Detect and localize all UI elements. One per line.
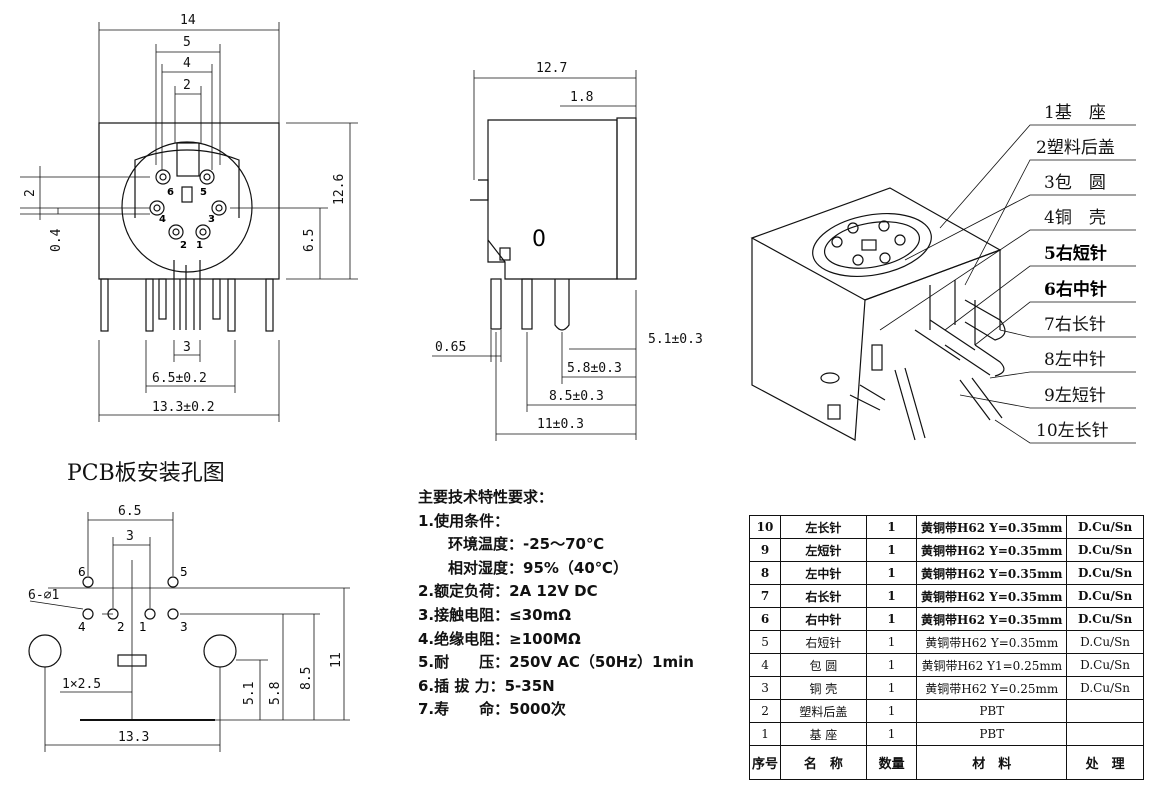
front-body-outline xyxy=(98,122,280,280)
pcb-dim-hole: 6-⌀1 xyxy=(28,588,59,603)
pin-label-2: 2 xyxy=(180,240,187,251)
pcb-hole-1 xyxy=(144,608,156,620)
front-dim-text: 14 5 4 2 12.6 6.5 2 0.4 3 6.5±0.2 13.3±0… xyxy=(23,13,347,415)
dim-5-1: 5.1±0.3 xyxy=(648,332,703,347)
dim-6-5: 6.5 xyxy=(302,229,317,252)
iso-label-1: 1基 座 xyxy=(1044,103,1106,123)
pcb-dim-5-8: 5.8 xyxy=(268,682,283,705)
iso-label-10: 10左长针 xyxy=(1036,421,1109,441)
iso-label-5: 5右短针 xyxy=(1044,243,1107,264)
dim-14: 14 xyxy=(180,13,196,28)
pcb-dim-11: 11 xyxy=(329,652,344,668)
side-dim-text: 12.7 1.8 0.65 5.1±0.3 5.8±0.3 8.5±0.3 11… xyxy=(435,61,703,432)
dim-bottom-13-3: 13.3±0.2 xyxy=(152,400,215,415)
dim-12-6: 12.6 xyxy=(332,174,347,205)
dim-bottom-6-5: 6.5±0.2 xyxy=(152,371,207,386)
front-pin-labels: 6 5 4 3 2 1 xyxy=(159,187,215,251)
dim-5: 5 xyxy=(183,35,191,50)
front-view xyxy=(20,22,358,422)
spec-item: 6.插 拔 力：5-35N xyxy=(418,676,555,695)
pcb-mount-right xyxy=(203,634,237,668)
pcb-hole-4 xyxy=(82,608,94,620)
iso-view xyxy=(750,124,1136,444)
dim-1-8: 1.8 xyxy=(570,90,593,105)
pin-label-1: 1 xyxy=(196,240,203,251)
pcb-hole-label-4: 4 xyxy=(78,620,86,634)
pcb-view xyxy=(28,512,350,752)
iso-label-4: 4铜 壳 xyxy=(1044,208,1106,228)
spec-item: 相对湿度：95%（40℃） xyxy=(448,558,628,577)
pcb-hole-label-6: 6 xyxy=(78,565,86,579)
dim-12-7: 12.7 xyxy=(536,61,567,76)
side-front-flange xyxy=(616,117,637,280)
spec-item: 2.额定负荷：2A 12V DC xyxy=(418,582,598,601)
dim-bottom-3: 3 xyxy=(183,340,191,355)
spec-item: 5.耐 压：250V AC（50Hz）1min xyxy=(418,653,694,672)
pcb-dim-slot: 1×2.5 xyxy=(62,677,101,692)
side-mark: 0 xyxy=(532,227,546,252)
iso-label-8: 8左中针 xyxy=(1044,350,1106,370)
pcb-dim-6-5: 6.5 xyxy=(118,504,141,519)
spec-item: 7.寿 命：5000次 xyxy=(418,700,566,719)
pcb-dim-13-3: 13.3 xyxy=(118,730,149,745)
front-key-slot xyxy=(176,142,200,177)
pcb-hole-label-2: 2 xyxy=(117,620,125,634)
pcb-hole-3 xyxy=(167,608,179,620)
iso-label-2: 2塑料后盖 xyxy=(1036,138,1115,158)
dim-2: 2 xyxy=(183,78,191,93)
pcb-dim-3: 3 xyxy=(126,529,134,544)
spec-item: 1.使用条件： xyxy=(418,511,510,530)
front-shell-circle xyxy=(121,141,253,273)
spec-heading: 主要技术特性要求： xyxy=(418,488,554,506)
iso-label-7: 7右长针 xyxy=(1044,315,1106,335)
pcb-hole-label-3: 3 xyxy=(180,620,188,634)
dim-4: 4 xyxy=(183,56,191,71)
pcb-mount-left xyxy=(28,634,62,668)
front-insulator xyxy=(134,149,240,218)
table-header-row: 序号名 称数量材 料处 理 xyxy=(748,745,1144,780)
pcb-hole-label-5: 5 xyxy=(180,565,188,579)
dim-8-5: 8.5±0.3 xyxy=(549,389,604,404)
iso-part-labels: 1基 座 2塑料后盖 3包 圆 4铜 壳 5右短针 6右中针 7右长针 8左中针… xyxy=(1036,103,1115,441)
dim-11: 11±0.3 xyxy=(537,417,584,432)
iso-label-9: 9左短针 xyxy=(1044,386,1106,406)
dim-0-65: 0.65 xyxy=(435,340,466,355)
pin-label-3: 3 xyxy=(208,214,215,225)
pin-label-5: 5 xyxy=(200,187,207,198)
iso-label-3: 3包 圆 xyxy=(1044,173,1106,193)
front-center-key xyxy=(181,186,193,203)
iso-label-6: 6右中针 xyxy=(1044,279,1107,300)
pcb-hole-6 xyxy=(82,576,94,588)
pcb-hole-5 xyxy=(167,576,179,588)
pcb-text: PCB板安装孔图 6.5 3 6-⌀1 1×2.5 5.1 5.8 8.5 11… xyxy=(28,461,344,745)
pin-label-4: 4 xyxy=(159,214,166,225)
pcb-title: PCB板安装孔图 xyxy=(67,461,225,486)
spec-item: 3.接触电阻：≤30mΩ xyxy=(418,605,571,624)
pin-label-6: 6 xyxy=(167,187,174,198)
pcb-dim-5-1: 5.1 xyxy=(242,682,257,705)
pcb-dim-8-5: 8.5 xyxy=(299,667,314,690)
dim-left-0-4: 0.4 xyxy=(49,228,64,252)
spec-block: 主要技术特性要求： 1.使用条件： 环境温度：-25～70℃ 相对湿度：95%（… xyxy=(418,486,738,722)
dim-left-2: 2 xyxy=(23,189,38,197)
spec-item: 环境温度：-25～70℃ xyxy=(448,535,605,554)
spec-item: 4.绝缘电阻：≥100MΩ xyxy=(418,629,581,648)
side-view xyxy=(432,70,637,441)
dim-5-8: 5.8±0.3 xyxy=(567,361,622,376)
pcb-hole-label-1: 1 xyxy=(139,620,147,634)
